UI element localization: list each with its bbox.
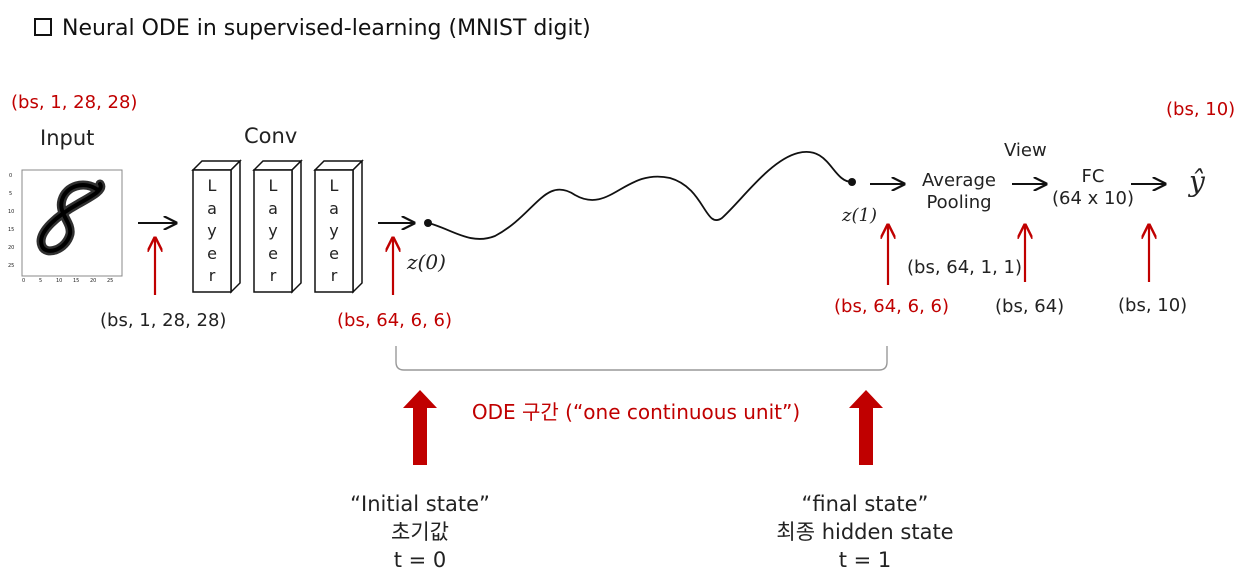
x-tick: 0 (22, 278, 26, 284)
conv-layer-box-3 (313, 159, 364, 294)
fc-out-shape: (bs, 10) (1118, 295, 1188, 316)
conv-layer-box-1 (191, 159, 242, 294)
big-red-arrow-final (849, 390, 883, 465)
y-tick: 15 (8, 227, 15, 233)
input-shape-top: (bs, 1, 28, 28) (11, 92, 138, 113)
z1-label: z(1) (842, 205, 877, 226)
output-y-hat: ŷ (1189, 165, 1205, 198)
y-tick: 25 (8, 263, 15, 269)
ode-section-bracket (395, 346, 888, 371)
mnist-digit-image (21, 169, 123, 277)
conv-layer-box-2 (252, 159, 303, 294)
x-tick: 15 (73, 278, 80, 284)
y-tick: 5 (9, 191, 13, 197)
ode-trajectory-curve (427, 150, 853, 240)
conv-out-shape: (bs, 64, 6, 6) (337, 310, 452, 331)
big-red-arrow-initial (403, 390, 437, 465)
page-title: Neural ODE in supervised-learning (MNIST… (34, 16, 591, 41)
x-tick: 20 (90, 278, 97, 284)
z0-label: z(0) (407, 250, 446, 274)
x-tick: 5 (39, 278, 43, 284)
y-tick: 20 (8, 245, 15, 251)
x-tick: 10 (56, 278, 63, 284)
input-shape-bottom: (bs, 1, 28, 28) (100, 310, 227, 331)
ode-out-shape: (bs, 64, 6, 6) (834, 296, 949, 317)
y-tick: 0 (9, 173, 13, 179)
checkbox-bullet-icon (34, 18, 52, 36)
input-label: Input (40, 126, 95, 150)
x-tick: 25 (107, 278, 114, 284)
title-text: Neural ODE in supervised-learning (MNIST… (62, 16, 591, 41)
view-label: View (1004, 140, 1047, 161)
conv-label: Conv (244, 124, 298, 148)
output-shape-top: (bs, 10) (1166, 99, 1236, 120)
fc-label: FC(64 x 10) (1052, 166, 1134, 209)
view-out-shape: (bs, 64) (995, 296, 1065, 317)
z1-point (848, 178, 856, 186)
ode-section-label: ODE 구간 (“one continuous unit”) (471, 400, 801, 424)
y-tick: 10 (8, 209, 15, 215)
pool-out-shape: (bs, 64, 1, 1) (907, 257, 1022, 278)
